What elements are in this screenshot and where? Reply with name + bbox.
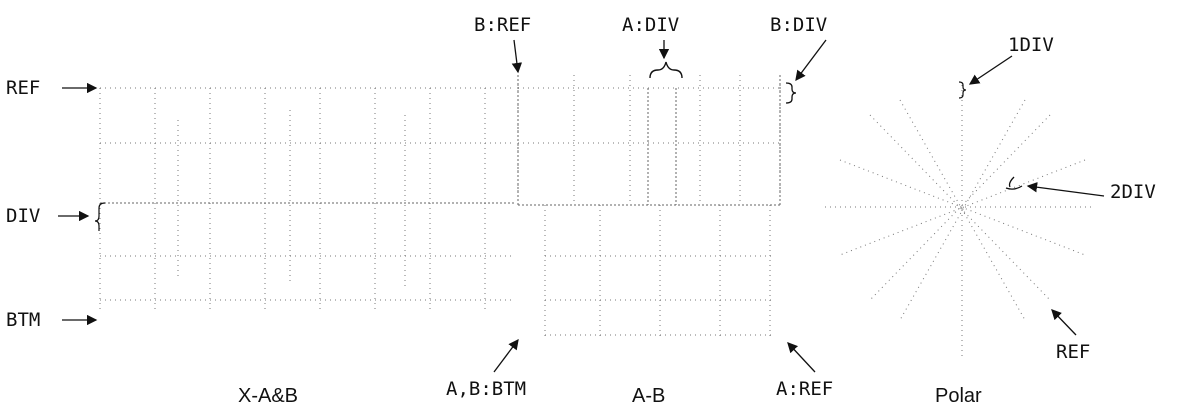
ab-a-div-trace <box>647 88 677 205</box>
polar-1div-brace-icon <box>958 81 967 99</box>
ab-caption: A-B <box>632 385 666 407</box>
a-div-label: A:DIV <box>622 14 680 36</box>
a-div-brace-icon <box>649 61 683 79</box>
div-label: DIV <box>6 205 41 227</box>
b-div-label: B:DIV <box>770 14 828 36</box>
polar-caption: Polar <box>935 385 982 407</box>
polar-2div-arrow-icon <box>1026 182 1105 197</box>
ab-grid-a <box>544 205 775 340</box>
xab-caption: X-A&B <box>238 385 299 407</box>
polar-grid <box>825 85 1095 360</box>
ref-label: REF <box>6 77 41 99</box>
polar-ref-label: REF <box>1056 341 1091 363</box>
a-ref-arrow-icon <box>787 342 816 373</box>
b-div-brace-icon <box>785 82 797 104</box>
polar-2div-label: 2DIV <box>1110 181 1156 203</box>
a-ref-label: A:REF <box>776 378 834 400</box>
b-div-arrow-icon <box>795 39 827 82</box>
b-ref-label: B:REF <box>474 14 532 36</box>
xab-grid <box>99 87 515 310</box>
ab-grid-b <box>517 75 781 205</box>
btm-label: BTM <box>6 309 41 331</box>
ab-btm-arrow-icon <box>493 338 519 373</box>
polar-1div-label: 1DIV <box>1008 34 1054 56</box>
div-brace-icon <box>94 202 106 231</box>
polar-2div-brace-icon <box>1005 176 1023 190</box>
ab-btm-label: A,B:BTM <box>446 378 527 400</box>
polar-1div-arrow-icon <box>968 55 1013 85</box>
polar-ref-arrow-icon <box>1051 309 1077 336</box>
b-ref-arrow-icon <box>511 39 523 74</box>
